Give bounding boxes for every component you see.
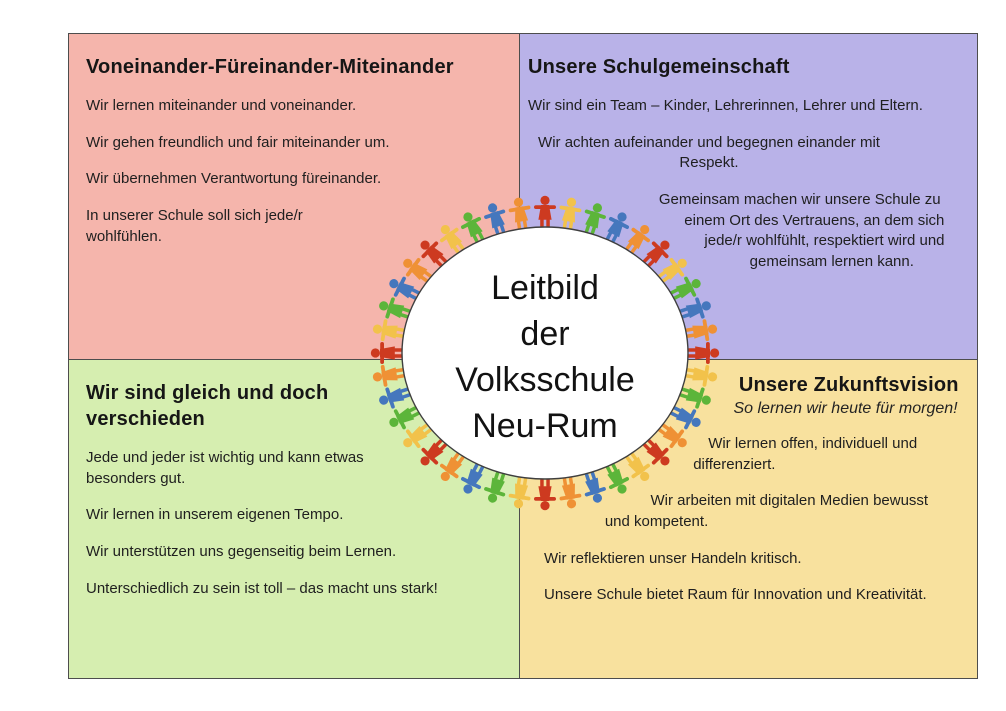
panel-item: Wir reflektieren unser Handeln kritisch. (544, 549, 802, 567)
panel-item: Unterschiedlich zu sein ist toll – das m… (86, 579, 438, 597)
panel-schulgemeinschaft: Unsere Schulgemeinschaft Wir sind ein Te… (519, 33, 978, 360)
panel-item: In unserer Schule soll sich jede/r wohlf… (86, 207, 303, 245)
panel-item: Wir arbeiten mit digitalen Medien bewuss… (604, 492, 929, 531)
panel-item: Wir unterstützen uns gegenseitig beim Le… (86, 543, 397, 561)
panel-item: Wir lernen offen, individuell und differ… (693, 435, 918, 473)
panel-title: Unsere Zukunftsvision (738, 374, 959, 396)
panel-item: Wir sind ein Team – Kinder, Lehrerinnen,… (528, 97, 923, 114)
panel-header: Unsere Zukunftsvision So lernen wir heut… (544, 372, 967, 418)
panel-title: Voneinander-Füreinander-Miteinander (86, 56, 454, 78)
panel-zukunftsvision: Unsere Zukunftsvision So lernen wir heut… (519, 359, 978, 679)
panel-voneinander-fuereinander-miteinander: Voneinander-Füreinander-Miteinander Wir … (68, 33, 520, 360)
panel-item: Wir achten aufeinander und begegnen eina… (538, 133, 880, 172)
panel-item: Unsere Schule bietet Raum für Innovation… (544, 586, 927, 604)
panel-title: Unsere Schulgemeinschaft (528, 56, 790, 78)
panel-item: Gemeinsam machen wir unsere Schule zu ei… (658, 191, 945, 271)
panel-item: Wir übernehmen Verantwortung füreinander… (86, 170, 382, 188)
panel-item: Wir gehen freundlich und fair miteinande… (86, 133, 390, 151)
panel-title: Wir sind gleich und doch verschieden (86, 382, 329, 430)
panel-item: Wir lernen miteinander und voneinander. (86, 97, 357, 114)
panel-item: Wir lernen in unserem eigenen Tempo. (86, 506, 344, 524)
panel-gleich-und-verschieden: Wir sind gleich und doch verschieden Jed… (68, 359, 520, 679)
panel-item: Jede und jeder ist wichtig und kann etwa… (86, 449, 364, 487)
panel-subtitle: So lernen wir heute für morgen! (733, 400, 958, 417)
